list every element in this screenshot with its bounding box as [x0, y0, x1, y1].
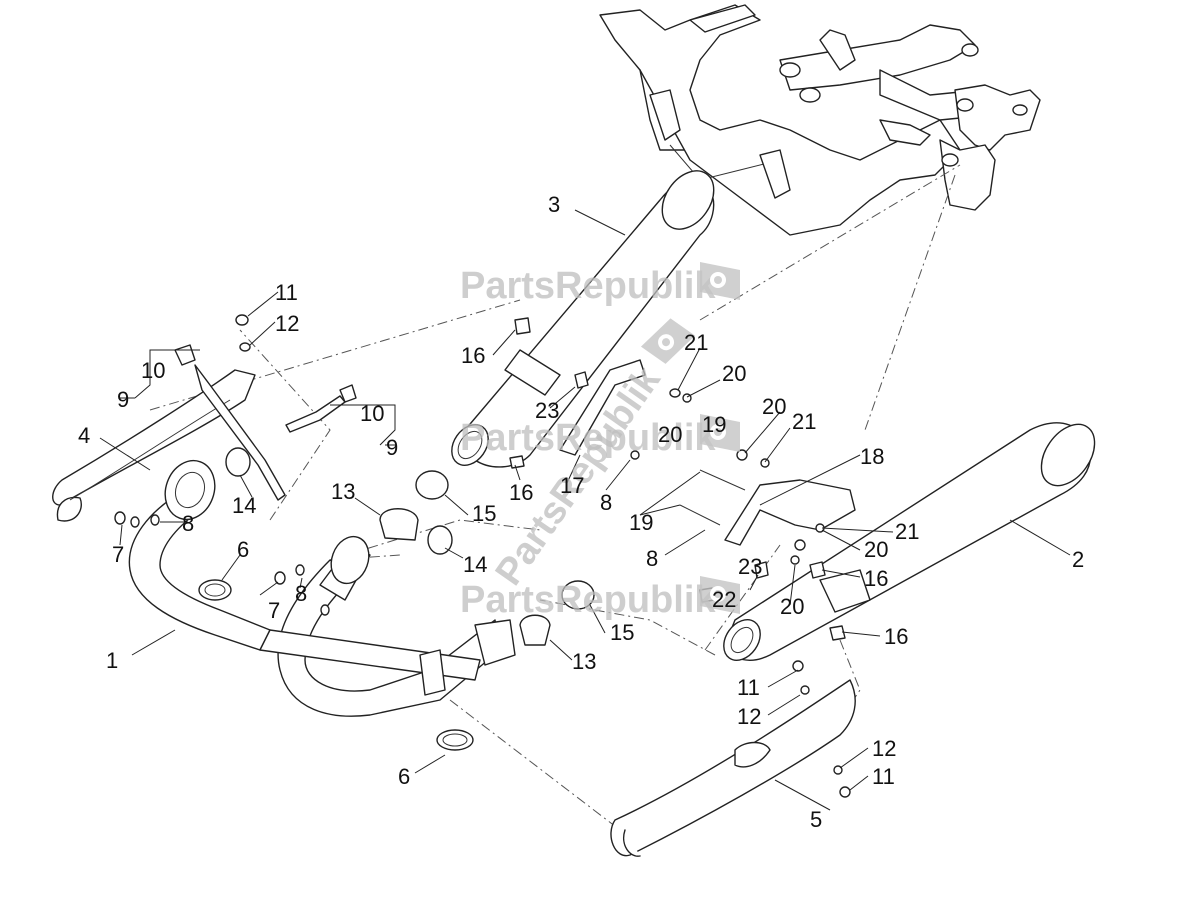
callout-9a: 9 [117, 387, 129, 412]
lower-silencer [723, 422, 1096, 661]
watermark-bottom: PartsRepublik [460, 576, 740, 621]
callout-23b: 23 [738, 554, 762, 579]
callout-10a: 10 [141, 358, 165, 383]
callout-21a: 21 [684, 330, 708, 355]
callout-11b: 11 [737, 675, 760, 700]
callout-3: 3 [548, 192, 560, 217]
gear-flag-icon [700, 576, 740, 614]
header-pipes [128, 459, 516, 717]
small-parts [114, 314, 856, 798]
callout-21c: 21 [895, 519, 919, 544]
callout-9b: 9 [386, 435, 398, 460]
callout-20e: 20 [780, 594, 804, 619]
callout-11a: 11 [275, 280, 298, 305]
callout-5: 5 [810, 807, 822, 832]
callout-8a: 8 [182, 511, 194, 536]
callout-8d: 8 [646, 546, 658, 571]
callout-20c: 20 [658, 422, 682, 447]
gear-flag-icon [700, 414, 740, 452]
callout-15b: 15 [610, 620, 634, 645]
callout-6b: 6 [398, 764, 410, 789]
callout-19a: 19 [629, 510, 653, 535]
callout-7a: 7 [112, 542, 124, 567]
callout-4: 4 [78, 423, 90, 448]
callout-22: 22 [712, 587, 736, 612]
leader-lines [99, 209, 1071, 811]
callout-16d: 16 [884, 624, 908, 649]
callout-19b: 19 [702, 412, 726, 437]
heat-shield-right [610, 679, 856, 857]
callout-8c: 8 [600, 490, 612, 515]
callout-7b: 7 [268, 598, 280, 623]
callout-12c: 12 [872, 736, 896, 761]
watermark-text: PartsRepublik [460, 265, 716, 307]
callout-16c: 16 [864, 566, 888, 591]
callout-labels: 1 2 3 4 5 6 6 7 7 8 8 8 8 9 9 10 10 11 1… [78, 192, 1084, 832]
watermark-text: PartsRepublik [460, 579, 716, 621]
callout-20a: 20 [722, 361, 746, 386]
callout-13a: 13 [331, 479, 355, 504]
watermark-middle: PartsRepublik [460, 414, 740, 459]
callout-1: 1 [106, 648, 118, 673]
callout-6a: 6 [237, 537, 249, 562]
watermark-top: PartsRepublik [460, 262, 740, 307]
gear-flag-icon [700, 262, 740, 300]
callout-12b: 12 [737, 704, 761, 729]
callout-14a: 14 [232, 493, 256, 518]
callout-2: 2 [1072, 547, 1084, 572]
upper-silencer [451, 170, 715, 468]
callout-15a: 15 [472, 501, 496, 526]
callout-12a: 12 [275, 311, 299, 336]
frame-drawing [599, 4, 1041, 236]
gear-flag-icon [640, 318, 696, 364]
callout-13b: 13 [572, 649, 596, 674]
callout-18: 18 [860, 444, 884, 469]
callout-17: 17 [560, 473, 584, 498]
callout-8b: 8 [295, 581, 307, 606]
callout-11c: 11 [872, 764, 895, 789]
callout-20b: 20 [762, 394, 786, 419]
callout-16b: 16 [509, 480, 533, 505]
callout-21b: 21 [792, 409, 816, 434]
callout-14b: 14 [463, 552, 487, 577]
callout-10b: 10 [360, 401, 384, 426]
callout-23a: 23 [535, 398, 559, 423]
callout-20d: 20 [864, 537, 888, 562]
callout-16a: 16 [461, 343, 485, 368]
watermark-text: PartsRepublik [460, 417, 716, 459]
